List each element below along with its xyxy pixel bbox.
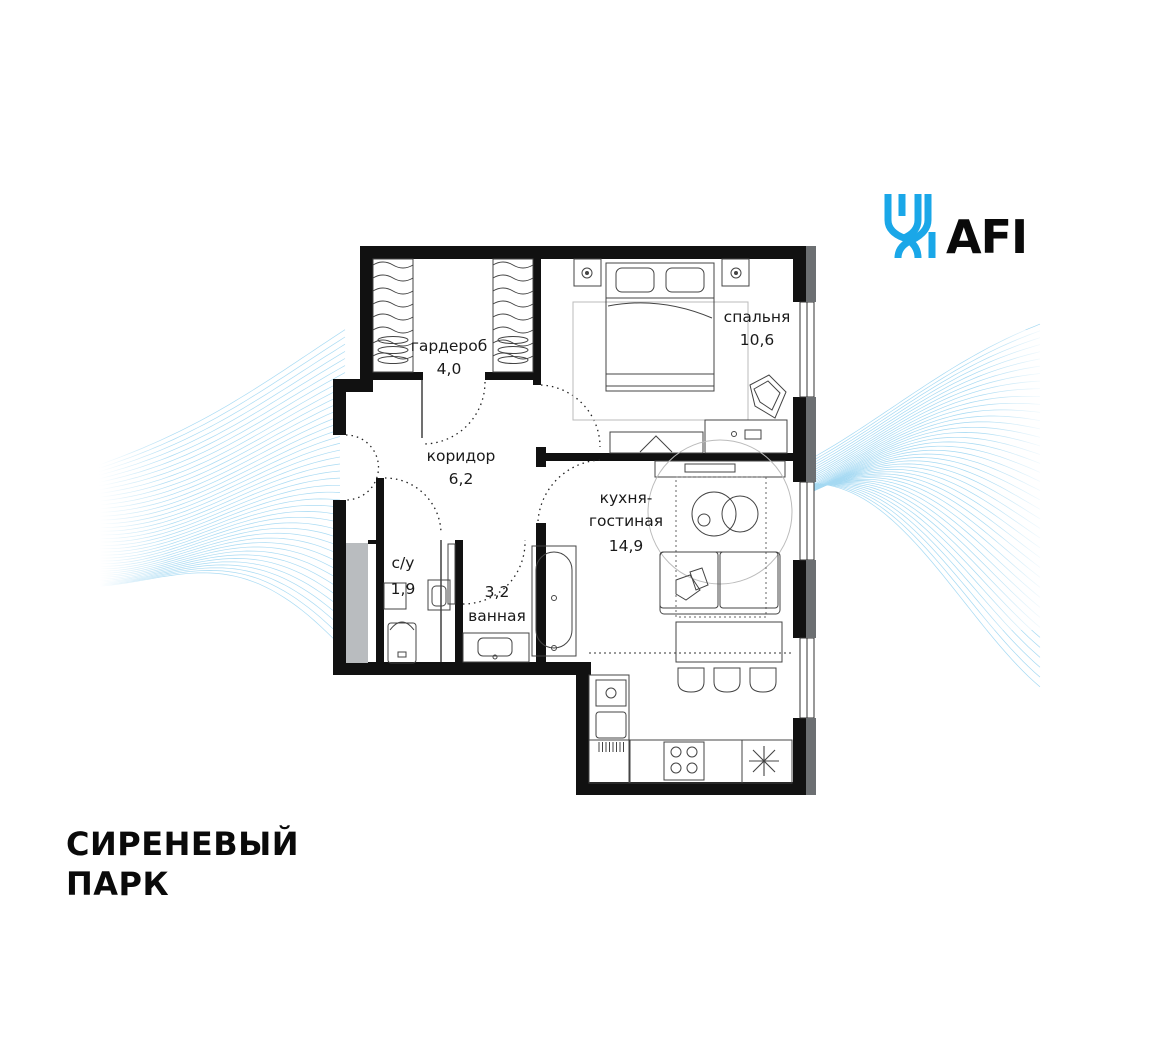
- ventilation-shaft: [346, 543, 368, 663]
- project-title-line1: СИРЕНЕВЫЙ: [66, 825, 300, 863]
- corridor-name: коридор: [427, 447, 496, 465]
- windows: [346, 246, 816, 795]
- project-title: СИРЕНЕВЫЙ ПАРК: [66, 824, 299, 904]
- wardrobe-area: 4,0: [437, 360, 462, 378]
- hanger-line: [372, 261, 414, 269]
- living-furniture: [589, 439, 793, 693]
- kitchen-name-line1: кухня-: [600, 489, 653, 507]
- hanger-line: [492, 300, 534, 308]
- bathroom-name: ванная: [468, 607, 526, 625]
- corridor-area: 6,2: [449, 470, 474, 488]
- bedroom-name: спальня: [724, 308, 791, 326]
- door-swings: [345, 381, 601, 605]
- kitchen-name-line2: гостиная: [589, 512, 663, 530]
- wc-area: 1,9: [391, 580, 416, 598]
- wardrobe-shelves: [372, 258, 534, 373]
- hanger-line: [492, 261, 534, 269]
- hanger-line: [372, 300, 414, 308]
- bathroom-area: 3,2: [485, 583, 510, 601]
- shoe-shape: [377, 346, 409, 354]
- hanger-line: [372, 274, 414, 282]
- hanger-line: [492, 313, 534, 321]
- wardrobe-name: гардероб: [411, 337, 488, 355]
- hanger-line: [372, 313, 414, 321]
- shoe-shape: [497, 336, 529, 344]
- hanger-line: [492, 274, 534, 282]
- shoe-shape: [497, 356, 529, 364]
- project-title-line2: ПАРК: [66, 865, 170, 903]
- hanger-line: [492, 326, 534, 334]
- bedroom-furniture: [572, 258, 788, 454]
- hanger-line: [372, 326, 414, 334]
- wc-name: с/у: [392, 554, 415, 572]
- bathroom-fixtures: [383, 543, 577, 664]
- shoe-shape: [377, 356, 409, 364]
- wave-fade-right: [810, 330, 1050, 630]
- wave-fade-left: [100, 330, 340, 700]
- plan-backdrop: [340, 248, 800, 795]
- hanger-line: [492, 287, 534, 295]
- kitchen-area: 14,9: [609, 537, 644, 555]
- afi-logo-mark-icon: [884, 194, 936, 259]
- kitchen-unit: [588, 674, 793, 784]
- room-labels: гардероб 4,0 спальня 10,6 коридор 6,2 ку…: [391, 308, 791, 625]
- shoe-shape: [497, 346, 529, 354]
- afi-logo-text: AFI: [946, 210, 1028, 264]
- walls: [333, 246, 806, 795]
- bedroom-area: 10,6: [740, 331, 775, 349]
- hanger-line: [372, 287, 414, 295]
- shoe-shape: [377, 336, 409, 344]
